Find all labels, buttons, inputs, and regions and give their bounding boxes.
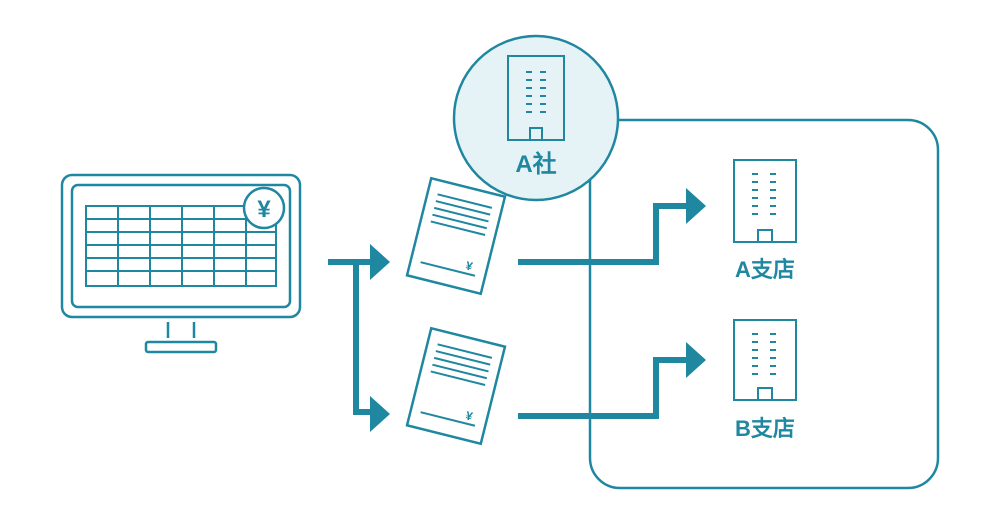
flow-line-to-branch-a <box>518 203 690 265</box>
arrow-icon <box>686 342 706 378</box>
building-icon <box>733 159 797 243</box>
branch-b-node: B支店 <box>733 319 797 441</box>
invoice-icon: ¥ <box>405 326 507 446</box>
spreadsheet-icon <box>85 205 277 287</box>
building-icon <box>733 319 797 401</box>
branch-a-label: A支店 <box>735 257 795 282</box>
yen-badge-symbol: ¥ <box>257 196 271 223</box>
company-a-node: A社 <box>452 34 620 202</box>
monitor-icon <box>60 173 302 354</box>
invoice-yen-mark: ¥ <box>464 258 474 273</box>
branch-a-node: A支店 <box>733 159 797 282</box>
arrow-icon <box>370 244 390 280</box>
arrow-icon <box>370 396 390 432</box>
invoice-yen-mark: ¥ <box>464 408 474 423</box>
company-group-box <box>588 118 940 490</box>
yen-badge-icon: ¥ <box>242 186 286 230</box>
flow-connectors <box>328 203 690 419</box>
invoice-icon: ¥ <box>405 176 507 296</box>
arrow-icon <box>686 188 706 224</box>
arrow-heads <box>370 188 706 432</box>
flow-line-to-branch-b <box>518 357 690 419</box>
branch-b-label: B支店 <box>735 416 795 441</box>
building-icon <box>507 55 565 141</box>
company-a-label: A社 <box>515 150 556 178</box>
flow-line-down-to-invoice-bottom <box>353 262 372 415</box>
